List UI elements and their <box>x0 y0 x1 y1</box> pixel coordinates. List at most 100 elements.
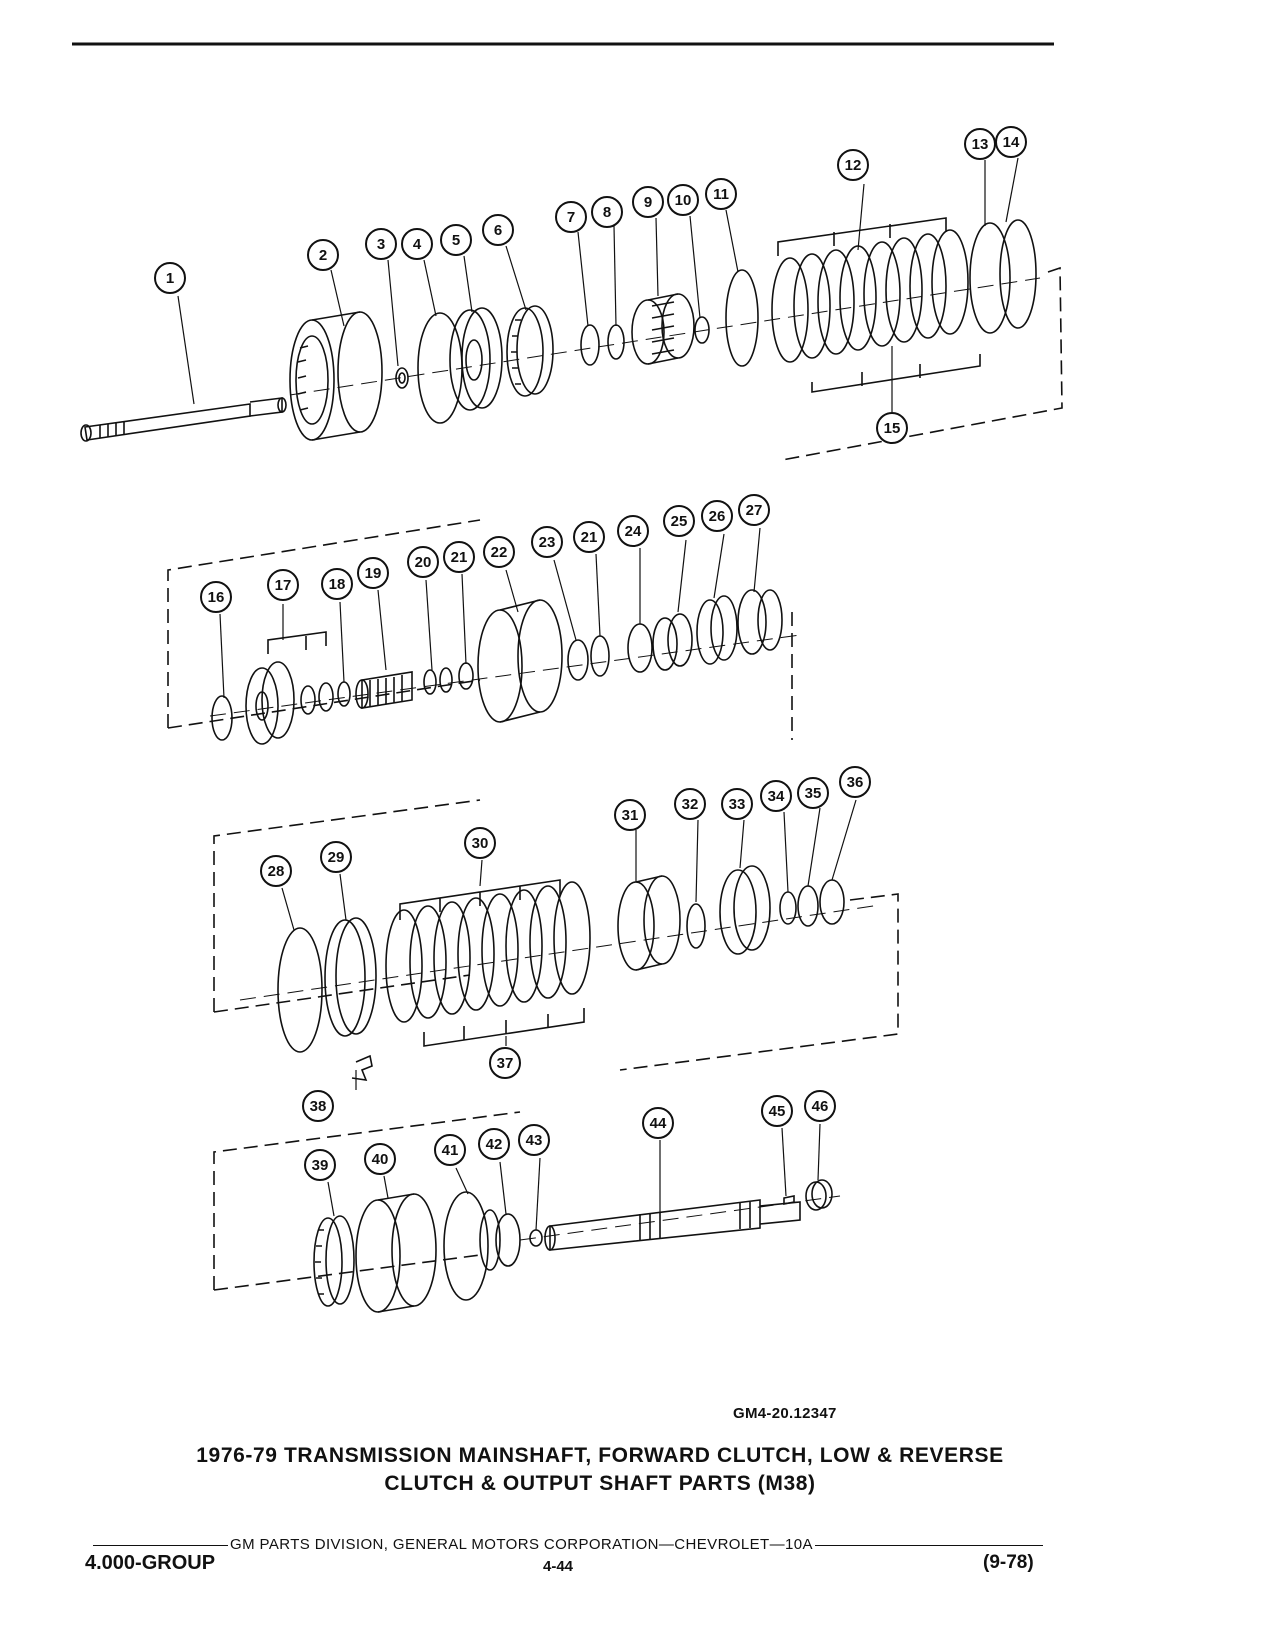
part-27-ring <box>737 589 767 655</box>
callout-circle <box>797 777 829 809</box>
callout-circle <box>464 827 496 859</box>
callout-number: 15 <box>884 420 901 437</box>
part-28-snap-ring <box>277 927 323 1053</box>
part-7-snap-ring <box>580 324 600 366</box>
part-21-snap-ring <box>458 662 474 690</box>
callout-circle <box>304 1149 336 1181</box>
figure-code: GM4-20.12347 <box>733 1405 837 1422</box>
callout-46: 45 <box>761 1095 793 1127</box>
callout-circle <box>489 1047 521 1079</box>
callout-circle <box>738 494 770 526</box>
callout-47: 46 <box>804 1090 836 1122</box>
callout-43: 42 <box>478 1128 510 1160</box>
part-31-hub <box>617 875 681 971</box>
callout-37: 36 <box>839 766 871 798</box>
callout-number: 27 <box>746 502 763 519</box>
callout-number: 16 <box>208 589 225 606</box>
callout-25: 24 <box>617 515 649 547</box>
callout-circle <box>200 581 232 613</box>
callout-number: 34 <box>768 788 785 805</box>
part-35-bearing <box>797 885 819 927</box>
callout-number: 33 <box>729 796 746 813</box>
part-39-spring-assembly <box>313 1215 355 1307</box>
part-2-clutch-housing <box>289 311 383 441</box>
callout-circle <box>995 126 1027 158</box>
callout-4: 4 <box>401 228 433 260</box>
callout-number: 44 <box>650 1115 667 1132</box>
callout-34: 33 <box>721 788 753 820</box>
part-20-washer <box>423 669 437 695</box>
part-22-drum <box>477 599 563 723</box>
callout-circle <box>839 766 871 798</box>
callout-number: 41 <box>442 1142 459 1159</box>
callout-number: 40 <box>372 1151 389 1168</box>
callout-circle <box>876 412 908 444</box>
callout-19: 19 <box>357 557 389 589</box>
callout-circle <box>307 239 339 271</box>
part-8-washer <box>607 324 625 360</box>
callout-number: 43 <box>526 1132 543 1149</box>
callout-number: 42 <box>486 1136 503 1153</box>
callout-circle <box>478 1128 510 1160</box>
part-30-37-clutch-pack <box>385 881 591 1023</box>
callout-circle <box>837 149 869 181</box>
part-11-snap-ring <box>725 269 759 367</box>
callout-number: 25 <box>671 513 688 530</box>
callout-number: 32 <box>682 796 699 813</box>
callout-circle <box>705 178 737 210</box>
callout-circle <box>642 1107 674 1139</box>
callout-circle <box>617 515 649 547</box>
callout-10: 10 <box>667 184 699 216</box>
part-9-hub <box>631 293 695 365</box>
callout-circle <box>555 201 587 233</box>
footer-division-text: GM PARTS DIVISION, GENERAL MOTORS CORPOR… <box>230 1536 813 1553</box>
callout-13: 13 <box>964 128 996 160</box>
part-38-clip <box>351 1054 373 1081</box>
callout-35: 34 <box>760 780 792 812</box>
part-3-seal <box>395 367 409 389</box>
callout-number: 21 <box>581 529 598 546</box>
callout-number: 5 <box>452 232 460 249</box>
callout-number: 10 <box>675 192 692 209</box>
callout-circle <box>483 536 515 568</box>
callout-circle <box>663 505 695 537</box>
callout-number: 46 <box>812 1098 829 1115</box>
callout-14: 14 <box>995 126 1027 158</box>
part-42-seal <box>495 1213 521 1267</box>
callout-17: 17 <box>267 569 299 601</box>
callout-number: 24 <box>625 523 642 540</box>
callout-circle <box>964 128 996 160</box>
footer-group: 4.000-GROUP <box>85 1552 216 1574</box>
part-34-washer <box>779 891 797 925</box>
callout-number: 37 <box>497 1055 514 1072</box>
part-16-thrust-washer <box>211 695 233 741</box>
callout-circle <box>434 1134 466 1166</box>
callout-number: 39 <box>312 1157 329 1174</box>
callout-number: 31 <box>622 807 639 824</box>
part-29-backing-plate <box>324 917 377 1037</box>
callout-22: 22 <box>483 536 515 568</box>
callout-circle <box>357 557 389 589</box>
callout-circle <box>760 780 792 812</box>
part-40-piston <box>355 1193 437 1313</box>
part-33-gear <box>719 865 771 955</box>
footer-division-line: GM PARTS DIVISION, GENERAL MOTORS CORPOR… <box>93 1536 1043 1553</box>
callout-33: 32 <box>674 788 706 820</box>
callout-15: 15 <box>876 412 908 444</box>
callout-number: 6 <box>494 222 502 239</box>
callout-number: 1 <box>166 270 174 287</box>
callout-number: 21 <box>451 549 468 566</box>
callout-number: 4 <box>413 236 422 253</box>
callout-20: 20 <box>407 546 439 578</box>
callout-number: 3 <box>377 236 385 253</box>
callout-circle <box>804 1090 836 1122</box>
row-4-parts <box>213 1111 841 1313</box>
callout-number: 2 <box>319 247 327 264</box>
callout-number: 29 <box>328 849 345 866</box>
part-25-bearing <box>652 613 693 671</box>
callout-circle <box>302 1090 334 1122</box>
callout-number: 36 <box>847 774 864 791</box>
callout-number: 45 <box>769 1103 786 1120</box>
